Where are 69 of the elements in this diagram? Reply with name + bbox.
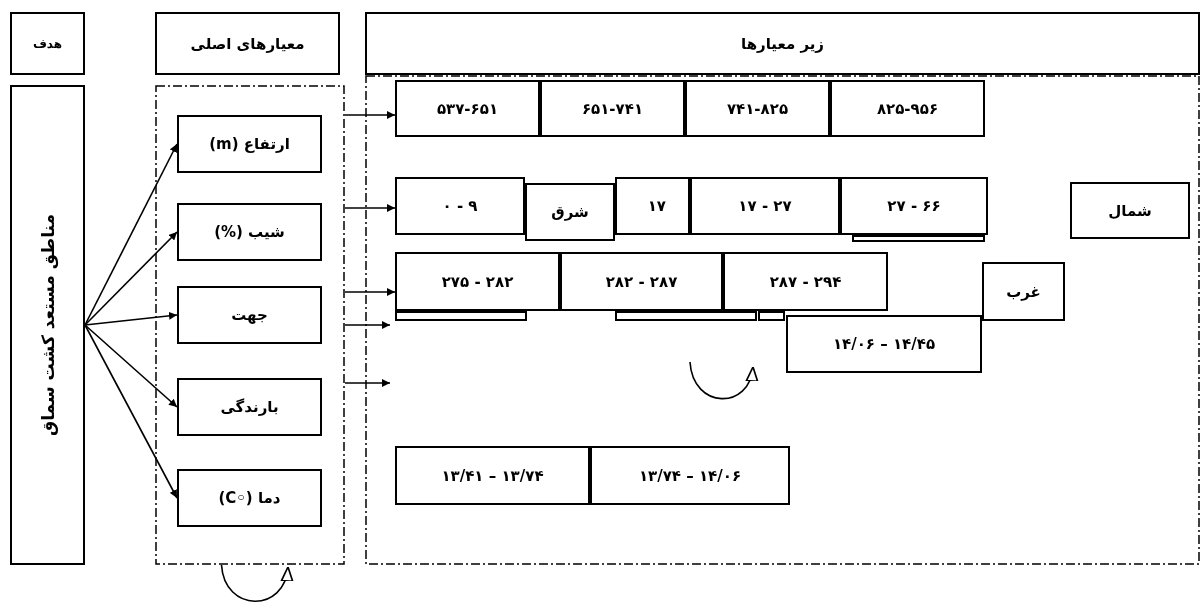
box-outline — [758, 311, 785, 321]
box-label: شیب (%) — [214, 223, 285, 241]
box-label: ۲۸۷ - ۲۹۴ — [769, 272, 842, 291]
arrow — [344, 288, 396, 296]
box-label: ۶۵۱-۷۴۱ — [581, 99, 644, 118]
box-outline — [615, 311, 757, 321]
criterion-box — [177, 286, 322, 344]
criterion-box — [590, 446, 790, 505]
arrow — [84, 324, 178, 408]
criterion-box — [525, 183, 615, 241]
box-label: ۲۷ - ۶۶ — [887, 197, 941, 215]
box-label: ۱۷ — [647, 197, 666, 215]
box-label: مناطق مستعد کشت سماق — [37, 214, 58, 436]
box-label: ۱۳/۴۱ – ۱۳/۷۴ — [441, 466, 544, 485]
box-label: جهت — [231, 306, 268, 324]
box-label: شمال — [1108, 201, 1152, 220]
criterion-box — [177, 115, 322, 173]
box-outline — [852, 235, 985, 242]
box-label: بارندگی — [220, 398, 279, 416]
arrow — [344, 204, 396, 212]
arrow — [84, 311, 178, 326]
criterion-box — [177, 378, 322, 436]
column-header-box — [365, 12, 1200, 75]
arrow — [220, 564, 292, 603]
box-label: هدف — [32, 36, 63, 51]
criterion-box — [560, 252, 723, 311]
box-label: ۲۷۵ - ۲۸۲ — [441, 272, 514, 291]
criterion-box — [10, 85, 85, 565]
criterion-box — [830, 80, 985, 137]
dash-dot-frame — [155, 85, 345, 565]
criterion-box — [1070, 182, 1190, 239]
criterion-box — [395, 252, 560, 311]
criterion-box — [685, 80, 830, 137]
criterion-box — [786, 315, 982, 373]
criterion-box — [982, 262, 1065, 321]
criterion-box — [395, 446, 590, 505]
criterion-box — [690, 177, 840, 235]
box-label: شرق — [551, 203, 589, 221]
box-label: ۱۳/۷۴ – ۱۴/۰۶ — [638, 466, 742, 485]
column-header-box — [10, 12, 85, 75]
criterion-box — [540, 80, 685, 137]
box-label: ارتفاع (m) — [209, 135, 290, 153]
box-label: معیارهای اصلی — [190, 34, 305, 53]
arrow — [344, 321, 391, 329]
criterion-box — [177, 469, 322, 527]
arrow — [84, 231, 178, 326]
criterion-box — [395, 80, 540, 137]
criterion-box — [723, 252, 888, 311]
box-label: ۰ - ۹ — [442, 197, 478, 215]
box-label: زیر معیارها — [741, 34, 824, 53]
box-label: غرب — [1006, 282, 1041, 301]
column-header-box — [155, 12, 340, 75]
arrow — [344, 111, 396, 119]
arrow — [84, 143, 178, 326]
box-label: ۱۴/۰۶ – ۱۴/۴۵ — [832, 335, 936, 353]
box-label: ۲۸۲ - ۲۸۷ — [605, 272, 678, 291]
criterion-box — [615, 177, 690, 235]
box-outline — [395, 311, 527, 321]
box-label: دما (◦C) — [218, 489, 281, 507]
criterion-box — [840, 177, 988, 235]
dash-dot-frame — [365, 75, 1200, 565]
box-label: ۷۴۱-۸۲۵ — [726, 99, 789, 118]
criterion-box — [177, 203, 322, 261]
criterion-box — [395, 177, 525, 235]
arrow — [84, 324, 178, 499]
box-label: ۸۲۵-۹۵۶ — [876, 99, 939, 118]
arrow — [344, 379, 391, 387]
box-label: ۵۳۷-۶۵۱ — [436, 99, 499, 118]
box-label: ۱۷ - ۲۷ — [738, 197, 792, 215]
